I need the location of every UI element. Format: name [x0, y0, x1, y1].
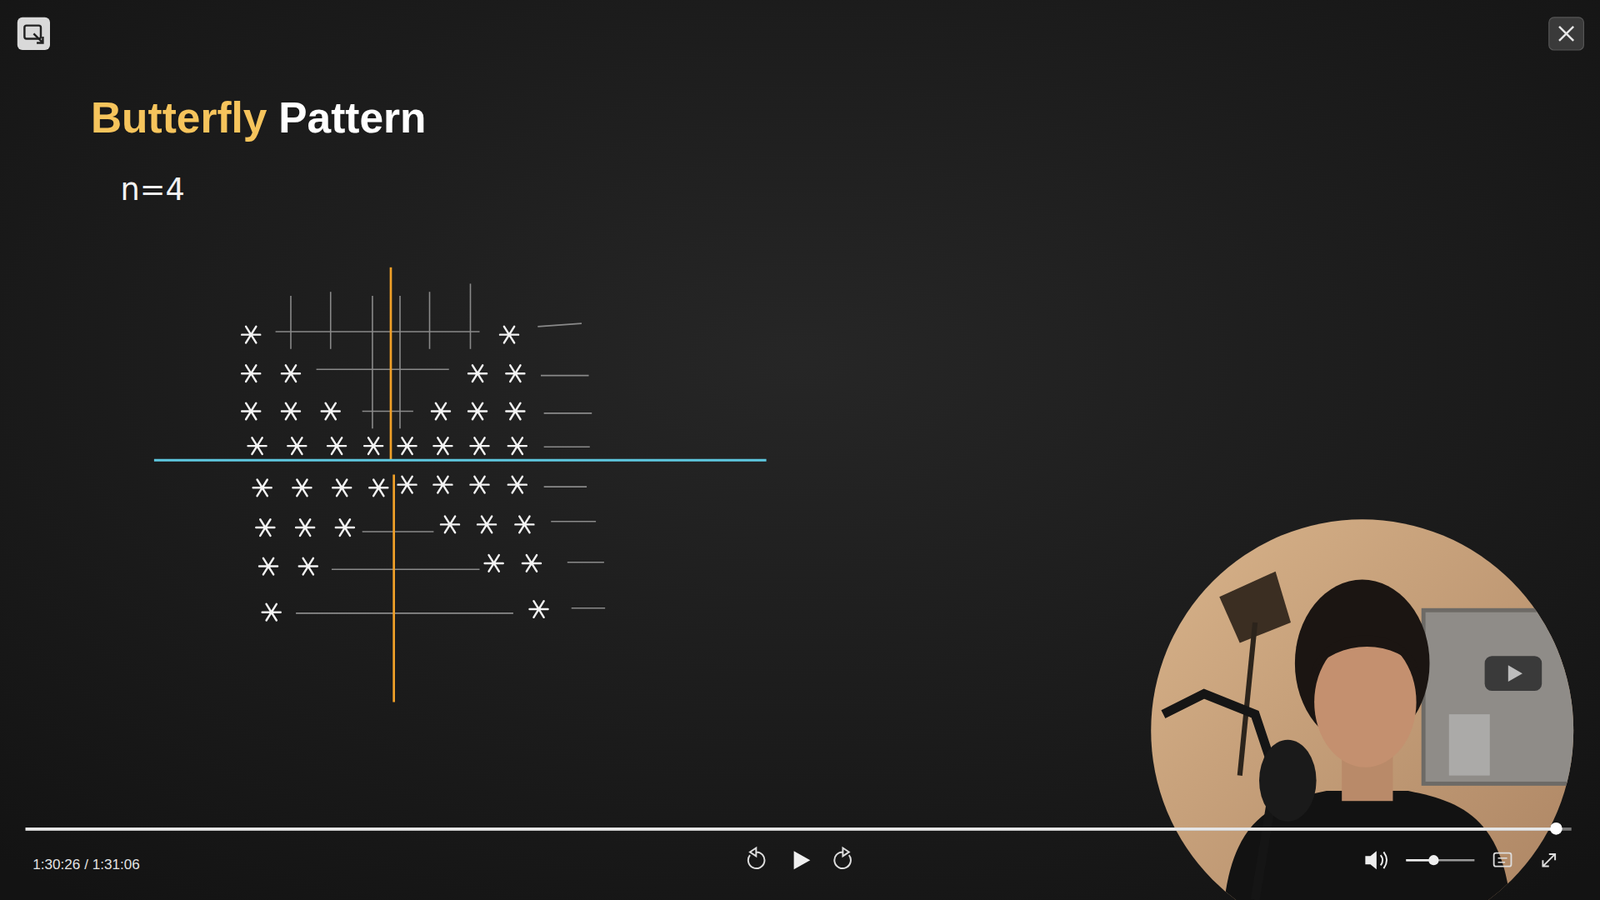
asterisk-mark [259, 558, 278, 575]
asterisk-mark [477, 516, 496, 534]
guide-line [470, 283, 472, 349]
asterisk-mark [530, 600, 549, 618]
guide-line [544, 412, 593, 415]
asterisk-mark [253, 480, 272, 497]
axis-line [390, 267, 393, 460]
guide-line [544, 485, 587, 488]
asterisk-mark [327, 437, 346, 455]
asterisk-mark [505, 365, 525, 382]
asterisk-mark [522, 555, 541, 572]
guide-line [429, 291, 431, 350]
asterisk-mark [500, 326, 519, 344]
asterisk-mark [433, 476, 452, 494]
webcam-overlay [1142, 510, 1592, 900]
title-word: Butterfly [90, 94, 267, 144]
axis-line [154, 459, 767, 462]
asterisk-mark [398, 476, 417, 494]
guide-line [550, 520, 596, 523]
asterisk-mark [364, 437, 383, 455]
asterisk-mark [369, 480, 388, 497]
asterisk-mark [433, 437, 452, 455]
asterisk-mark [321, 403, 340, 420]
guide-line [331, 568, 480, 570]
asterisk-mark [470, 437, 489, 455]
guide-line [540, 375, 590, 377]
asterisk-mark [281, 403, 300, 420]
guide-line [399, 295, 401, 429]
title-word: Pattern [278, 94, 426, 144]
guide-line [567, 561, 605, 564]
guide-line [316, 368, 450, 370]
asterisk-mark [508, 437, 527, 455]
asterisk-mark [299, 558, 318, 575]
guide-line [544, 446, 590, 449]
asterisk-mark [241, 326, 260, 344]
guide-line [275, 330, 480, 333]
guide-line [362, 410, 414, 413]
butterfly-sketch [154, 267, 767, 703]
video-controls [25, 822, 1572, 870]
guide-line [571, 607, 605, 610]
axis-line [392, 474, 395, 702]
screenshot-icon [17, 17, 50, 50]
asterisk-mark [440, 516, 460, 534]
asterisk-mark [431, 403, 450, 420]
guide-line [362, 530, 435, 533]
timestamp: 1:30:26 / 1:31:06 [32, 855, 140, 873]
guide-line [330, 291, 332, 350]
asterisk-mark [470, 476, 489, 494]
asterisk-mark [508, 476, 527, 494]
guide-line [537, 323, 582, 327]
guide-line [290, 295, 292, 350]
asterisk-mark [485, 555, 504, 572]
asterisk-mark [468, 403, 487, 420]
guide-line [295, 612, 514, 615]
asterisk-mark [248, 437, 267, 455]
asterisk-mark [281, 365, 300, 382]
asterisk-mark [241, 403, 260, 420]
asterisk-mark [262, 604, 281, 621]
close-button [1549, 17, 1585, 50]
asterisk-mark [255, 519, 275, 536]
asterisk-mark [398, 437, 417, 455]
asterisk-mark [332, 480, 351, 497]
asterisk-mark [292, 480, 311, 497]
asterisk-mark [505, 403, 525, 420]
asterisk-mark [241, 365, 260, 382]
asterisk-mark [468, 365, 487, 382]
asterisk-mark [287, 437, 306, 455]
asterisk-mark [295, 519, 315, 536]
variable-note: n=4 [120, 171, 185, 208]
asterisk-mark [335, 519, 355, 536]
guide-line [371, 295, 374, 429]
asterisk-mark [515, 516, 534, 534]
